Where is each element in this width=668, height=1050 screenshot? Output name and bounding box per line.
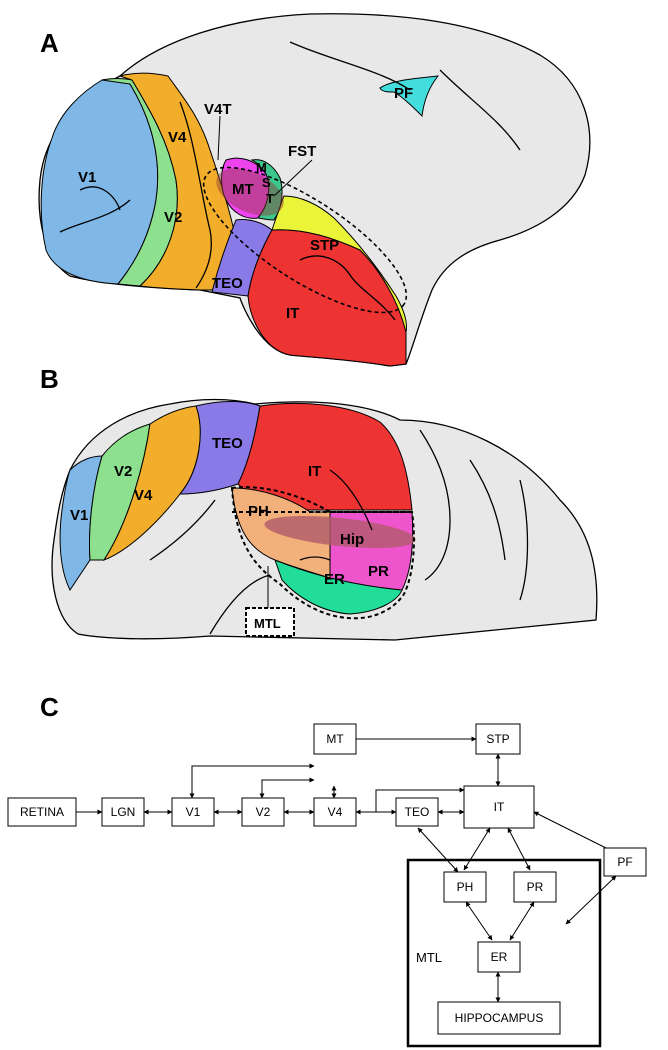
- panel-b: B MTL V1: [40, 364, 598, 641]
- panel-a-sulcus: [439, 69, 521, 151]
- panel-b-label-it: IT: [308, 463, 321, 480]
- panel-b-mtl-outline: [230, 486, 415, 620]
- panel-b-sulcus: [149, 499, 216, 561]
- panel-a-fst-leader: [273, 159, 313, 197]
- edge-pr-er: [509, 901, 535, 941]
- node-v4-label: V4: [328, 805, 343, 819]
- node-pr-label: PR: [527, 880, 544, 894]
- panel-a-label-mst-t: T: [266, 191, 274, 206]
- node-pf: PF: [603, 847, 647, 877]
- panel-a-stp: [271, 195, 407, 333]
- panel-b-label-v1: V1: [70, 507, 88, 524]
- panel-a-label-mst-s: S: [262, 175, 271, 190]
- node-v4: V4: [313, 797, 357, 827]
- panel-a-label-v1: V1: [78, 169, 96, 186]
- panel-a-pf: [379, 75, 440, 118]
- node-stp: STP: [475, 723, 521, 755]
- panel-b-label-ph: PH: [248, 503, 269, 520]
- node-hippocampus: HIPPOCAMPUS: [437, 1001, 561, 1035]
- node-er: ER: [477, 941, 521, 973]
- panel-b-label-pr: PR: [368, 563, 389, 580]
- panel-a-label-it: IT: [286, 305, 299, 322]
- panel-a-label-teo: TEO: [212, 275, 243, 292]
- node-v1: V1: [171, 797, 215, 827]
- panel-a-label-mst-m: M: [256, 160, 267, 175]
- panel-a-sulcus: [79, 186, 121, 211]
- edge-pf-mtl: [565, 875, 617, 925]
- connections: [76, 736, 617, 1003]
- panel-a-sts-outline: [202, 166, 408, 314]
- panel-b-label-teo: TEO: [212, 435, 243, 452]
- edge-it-ph: [463, 827, 491, 871]
- node-pf-label: PF: [617, 855, 632, 869]
- panel-a-label-stp: STP: [310, 237, 339, 254]
- panel-a-sulcus: [59, 199, 131, 233]
- panel-b-it: [237, 402, 413, 511]
- panel-b-sulcus: [209, 574, 271, 635]
- panel-a-sulcus: [179, 101, 212, 289]
- node-lgn-label: LGN: [111, 805, 136, 819]
- panel-a: A V1 V2: [38, 13, 591, 367]
- node-hippocampus-label: HIPPOCAMPUS: [455, 1011, 544, 1025]
- node-it: IT: [463, 785, 535, 829]
- panel-b-sulcus: [469, 459, 506, 561]
- node-ph: PH: [443, 871, 487, 903]
- node-er-label: ER: [491, 950, 508, 964]
- panel-a-sulcus: [299, 255, 396, 321]
- panel-a-sulcus: [289, 41, 411, 91]
- panel-a-label-v4t: V4T: [204, 101, 232, 118]
- node-mt-label: MT: [326, 732, 344, 746]
- panel-letter-a: A: [40, 28, 59, 58]
- panel-b-label-mtl: MTL: [254, 616, 281, 631]
- panel-letter-b: B: [40, 364, 59, 394]
- panel-a-label-v2: V2: [164, 209, 182, 226]
- node-mt: MT: [313, 723, 357, 755]
- edge-v2-mt: [259, 777, 315, 799]
- node-retina-label: RETINA: [20, 805, 64, 819]
- edge-ph-er: [465, 901, 493, 941]
- panel-a-mst: [250, 159, 283, 221]
- panel-a-v4t-leader: [217, 115, 221, 161]
- edge-teo-mtl: [417, 827, 459, 873]
- edge-it-pf: [533, 811, 615, 853]
- edge-it-pr: [507, 827, 531, 871]
- edge-v4-it: [375, 787, 465, 812]
- node-retina: RETINA: [7, 797, 77, 827]
- node-teo-label: TEO: [405, 805, 430, 819]
- panel-a-label-fst: FST: [288, 143, 316, 160]
- mtl-group-label: MTL: [416, 950, 442, 965]
- panel-b-label-er: ER: [324, 571, 345, 588]
- panel-b-label-v4: V4: [134, 487, 153, 504]
- panel-a-label-mt: MT: [232, 181, 254, 198]
- panel-b-sulcus: [329, 469, 373, 531]
- panel-b-sulcus: [519, 479, 529, 601]
- panel-a-label-pf: PF: [394, 85, 413, 102]
- node-it-label: IT: [494, 800, 505, 814]
- node-teo: TEO: [395, 797, 439, 827]
- panel-letter-c: C: [40, 692, 59, 722]
- panel-a-label-v4: V4: [168, 129, 187, 146]
- node-v2-label: V2: [256, 805, 271, 819]
- panel-b-label-hip: Hip: [340, 531, 364, 548]
- panel-b-sulcus: [419, 429, 451, 581]
- edge-v1-mt: [189, 763, 315, 799]
- node-lgn: LGN: [101, 797, 145, 827]
- panel-b-sulcus: [299, 556, 331, 561]
- panel-b-label-v2: V2: [114, 463, 132, 480]
- node-pr: PR: [513, 871, 557, 903]
- panel-b-mtl-key: [245, 607, 295, 637]
- panel-b-hip: [264, 515, 416, 549]
- node-v1-label: V1: [186, 805, 201, 819]
- panel-a-fst-overlay: [216, 168, 284, 216]
- node-ph-label: PH: [457, 880, 474, 894]
- node-stp-label: STP: [486, 732, 509, 746]
- node-v2: V2: [241, 797, 285, 827]
- panel-c: C MTL: [7, 692, 647, 1048]
- panel-b-v4: [102, 405, 201, 562]
